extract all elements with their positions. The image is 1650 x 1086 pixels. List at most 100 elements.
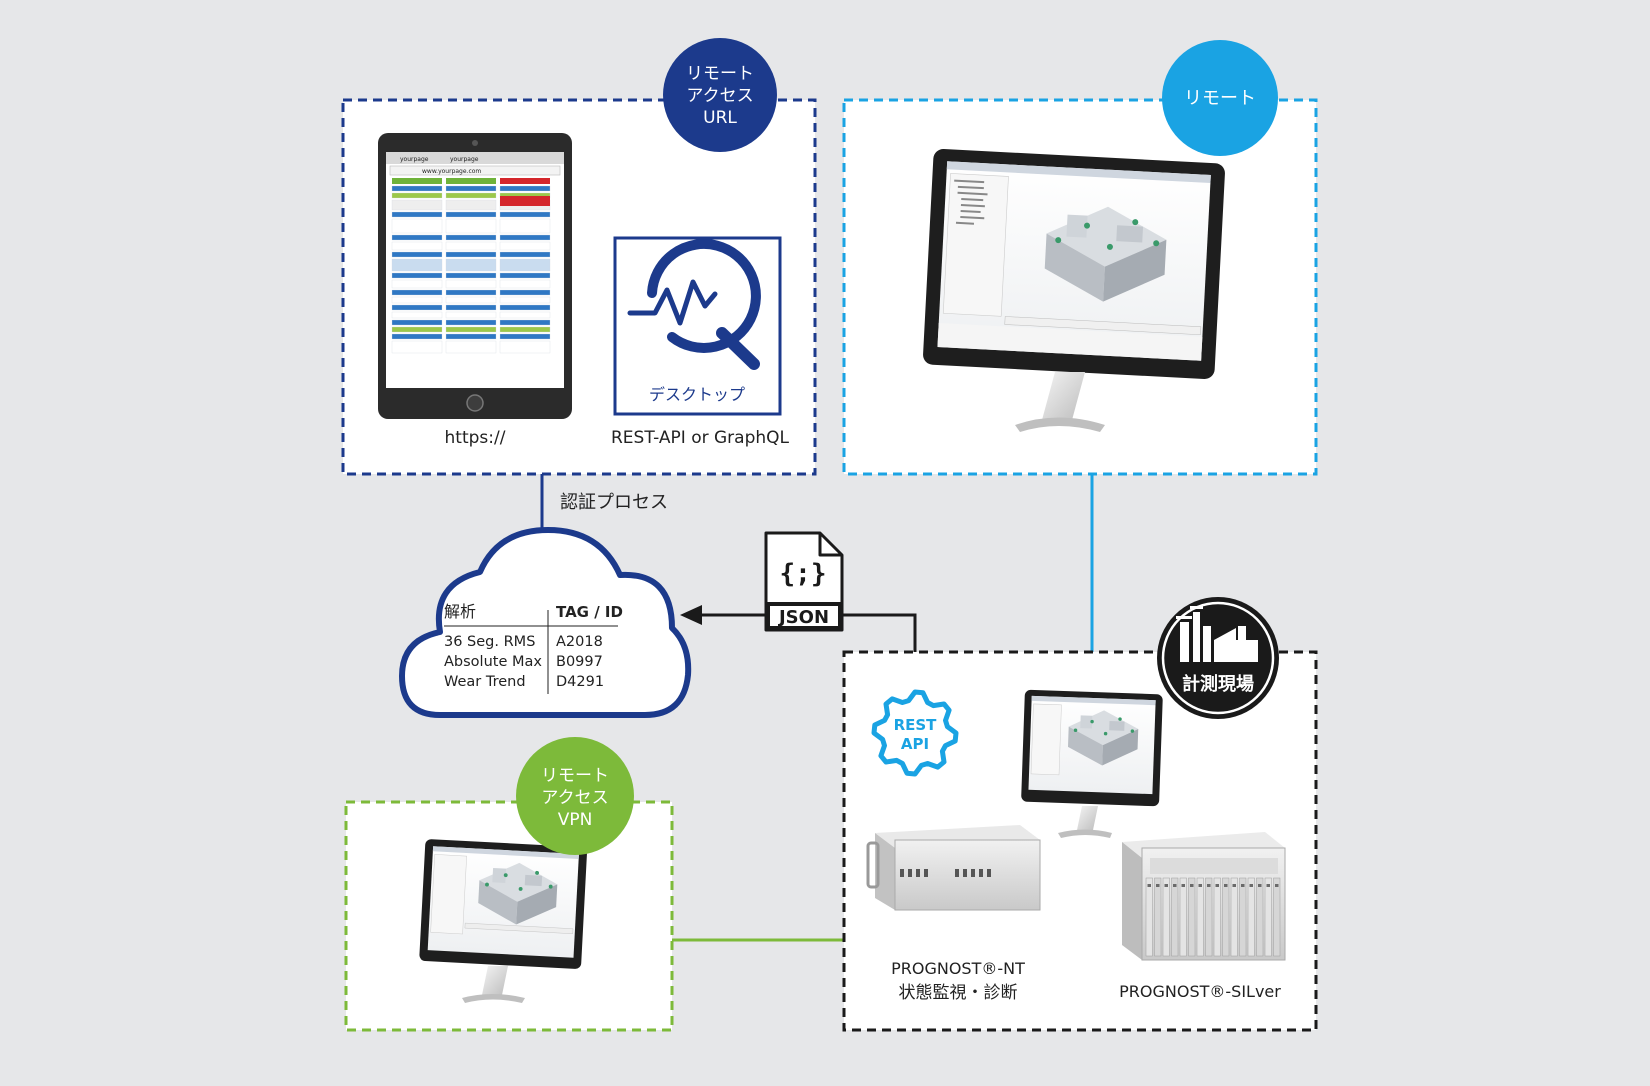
dashboard-cell <box>499 234 551 241</box>
silver-slot <box>1247 877 1255 957</box>
silver-slot-led <box>1275 884 1279 887</box>
silver-slot <box>1273 877 1281 957</box>
desktop-app-tile[interactable]: デスクトップ <box>613 236 782 416</box>
gear-shape <box>871 689 959 777</box>
json-label: JSON <box>777 607 829 628</box>
dashboard-header <box>446 178 496 184</box>
dashboard-cell <box>445 304 497 311</box>
dashboard-cell <box>499 218 551 234</box>
silver-slot <box>1154 877 1162 957</box>
cloud-row-tag: B0997 <box>556 654 603 670</box>
silver-slot <box>1188 877 1196 957</box>
desktop-app-label: デスクトップ <box>649 385 745 404</box>
measurement-site-panel: REST API PROGNOST®-NT 状態監視・診断 PROGNOST®-… <box>842 597 1318 1032</box>
silver-slot <box>1205 877 1213 957</box>
cloud-row-name: Absolute Max <box>444 654 542 670</box>
dashboard-cell <box>499 326 551 333</box>
silver-slot-led <box>1181 884 1185 887</box>
silver-slot <box>1239 877 1247 957</box>
silver-slot-led <box>1215 884 1219 887</box>
dashboard-cell <box>499 311 551 319</box>
analytics-search-icon <box>627 238 761 370</box>
dashboard-cell <box>391 289 443 296</box>
dashboard-cell <box>391 296 443 304</box>
dashboard-cell <box>499 241 551 251</box>
nt-label-line2: 状態監視・診断 <box>899 983 1018 1003</box>
dashboard-cell <box>445 218 497 234</box>
json-file-icon: {;} JSON <box>764 531 844 632</box>
dashboard-cell <box>445 185 497 192</box>
dashboard-cell <box>391 258 443 272</box>
prognost-nt-unit <box>866 825 1041 911</box>
remote-access-vpn-panel: リモート アクセス VPN <box>344 737 674 1032</box>
large-monitor <box>923 149 1225 432</box>
vpn-monitor-foot <box>462 994 525 1003</box>
monitor-stand <box>1042 372 1085 420</box>
rest-api-gear-icon: REST API <box>871 689 959 777</box>
vpn-badge-circle <box>516 737 634 855</box>
remote-access-url-panel: yourpage yourpage www.yourpage.com https… <box>341 38 817 476</box>
dashboard-cell <box>499 289 551 296</box>
dashboard-cell <box>445 211 497 218</box>
silver-slot <box>1145 877 1153 957</box>
dashboard-header <box>500 178 550 184</box>
field-monitor-stand <box>1077 806 1098 830</box>
tablet-label: https:// <box>445 428 506 448</box>
dashboard-cell <box>445 272 497 279</box>
file-corner <box>818 533 842 557</box>
dashboard-cell <box>445 234 497 241</box>
dashboard-cell <box>499 258 551 272</box>
silver-label-plate <box>1150 858 1278 874</box>
dashboard-cell <box>445 319 497 326</box>
vpn-monitor-stand <box>482 966 508 995</box>
silver-slot <box>1222 877 1230 957</box>
silver-slot-led <box>1173 884 1177 887</box>
vpn-badge-line1: リモート <box>541 766 609 786</box>
dashboard-cell <box>445 192 497 199</box>
tablet-dashboard <box>391 178 551 354</box>
dashboard-cell <box>391 185 443 192</box>
browser-tab-label-2[interactable]: yourpage <box>450 156 479 163</box>
dashboard-cell <box>391 272 443 279</box>
url-badge-circle <box>663 38 777 152</box>
dashboard-cell <box>445 199 497 211</box>
silver-slot <box>1196 877 1204 957</box>
cloud-row: 36 Seg. RMS A2018 <box>444 634 603 650</box>
remote-badge-circle <box>1162 40 1278 156</box>
silver-slot-led <box>1266 884 1270 887</box>
prognost-silver-unit <box>1122 832 1286 961</box>
cloud-col1-header: 解析 <box>444 602 476 621</box>
url-badge-line2: アクセス <box>686 86 753 106</box>
cloud-analysis: 解析 TAG / ID 36 Seg. RMS A2018 Absolute M… <box>399 527 692 718</box>
dashboard-cell <box>391 326 443 333</box>
dashboard-cell <box>391 211 443 218</box>
remote-badge: リモート <box>1162 40 1278 156</box>
tablet-device: yourpage yourpage www.yourpage.com <box>378 133 572 419</box>
json-label-bg <box>770 606 838 626</box>
cloud-row: Absolute Max B0997 <box>444 654 603 670</box>
dashboard-cell <box>391 199 443 211</box>
dashboard-cell <box>391 333 443 340</box>
field-monitor-foot <box>1058 829 1112 838</box>
browser-tab-label[interactable]: yourpage <box>400 156 429 163</box>
nt-side <box>875 833 895 910</box>
silver-slot <box>1264 877 1272 957</box>
silver-slot <box>1256 877 1264 957</box>
silver-slot-led <box>1147 884 1151 887</box>
api-label: REST-API or GraphQL <box>611 428 790 448</box>
tablet-camera-icon <box>472 140 478 146</box>
cloud-row-tag: D4291 <box>556 674 604 690</box>
home-button-icon[interactable] <box>466 394 484 412</box>
remote-panel: リモート <box>842 40 1318 476</box>
dashboard-cell <box>499 340 551 354</box>
silver-slots <box>1145 877 1281 957</box>
silver-slot <box>1230 877 1238 957</box>
dashboard-cell <box>499 272 551 279</box>
browser-url-bar[interactable] <box>389 165 561 176</box>
vpn-badge: リモート アクセス VPN <box>516 737 634 855</box>
silver-slot-led <box>1164 884 1168 887</box>
silver-slot-led <box>1190 884 1194 887</box>
silver-slot-led <box>1258 884 1262 887</box>
json-symbol: {;} <box>780 559 827 589</box>
